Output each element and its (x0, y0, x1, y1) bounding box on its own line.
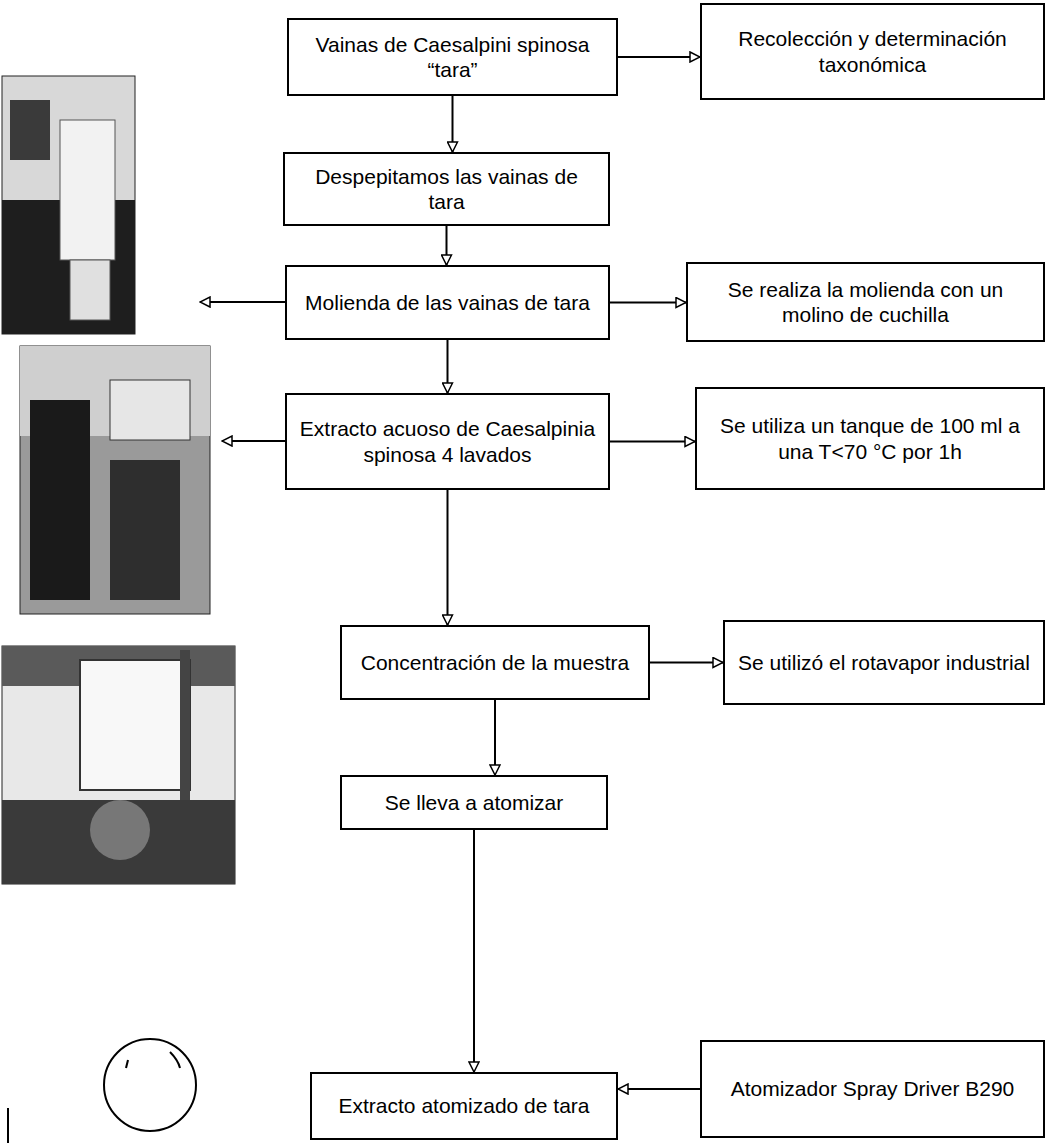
flow-arrow (610, 441, 695, 443)
process-box: Se utiliza un tanque de 100 ml a una T<7… (695, 387, 1045, 490)
mill-photo (2, 76, 135, 334)
box-label: Atomizador Spray Driver B290 (731, 1076, 1015, 1101)
process-box: Extracto atomizado de tara (310, 1072, 618, 1140)
tank-photo (20, 346, 210, 614)
box-label: Molienda de las vainas de tara (305, 290, 590, 315)
process-box: Concentración de la muestra (340, 625, 650, 700)
box-label: Vainas de Caesalpini spinosa “tara” (299, 32, 606, 82)
flow-arrow (618, 56, 700, 58)
process-box: Vainas de Caesalpini spinosa “tara” (287, 18, 618, 96)
process-box: Recolección y determinación taxonómica (700, 3, 1045, 100)
photo-arrow (200, 301, 285, 303)
box-label: Recolección y determinación taxonómica (712, 26, 1033, 76)
process-box: Extracto acuoso de Caesalpinia spinosa 4… (285, 393, 610, 490)
powder-dish-drawing (8, 1039, 196, 1143)
flow-arrow (650, 662, 723, 664)
flow-arrow (452, 96, 454, 152)
rotavapor-photo (2, 646, 235, 884)
process-box: Despepitamos las vainas de tara (283, 152, 610, 226)
flow-arrow (447, 490, 449, 625)
box-label: Se lleva a atomizar (385, 790, 564, 815)
flow-arrow (447, 340, 449, 393)
process-box: Molienda de las vainas de tara (285, 265, 610, 340)
flow-arrow (494, 700, 496, 775)
box-label: Se realiza la molienda con un molino de … (698, 277, 1033, 327)
flow-arrow (610, 302, 686, 304)
flow-arrow (446, 226, 448, 265)
photo-arrow (222, 440, 285, 442)
box-label: Se utiliza un tanque de 100 ml a una T<7… (707, 413, 1033, 463)
process-box: Se realiza la molienda con un molino de … (686, 262, 1045, 342)
box-label: Extracto atomizado de tara (339, 1093, 590, 1118)
flow-arrow (473, 830, 475, 1072)
process-box: Se utilizó el rotavapor industrial (723, 620, 1045, 705)
box-label: Concentración de la muestra (361, 650, 629, 675)
process-box: Atomizador Spray Driver B290 (700, 1040, 1045, 1138)
box-label: Despepitamos las vainas de tara (295, 164, 598, 214)
box-label: Extracto acuoso de Caesalpinia spinosa 4… (297, 416, 598, 466)
process-box: Se lleva a atomizar (340, 775, 608, 830)
box-label: Se utilizó el rotavapor industrial (738, 650, 1030, 675)
flow-arrow (618, 1088, 700, 1090)
